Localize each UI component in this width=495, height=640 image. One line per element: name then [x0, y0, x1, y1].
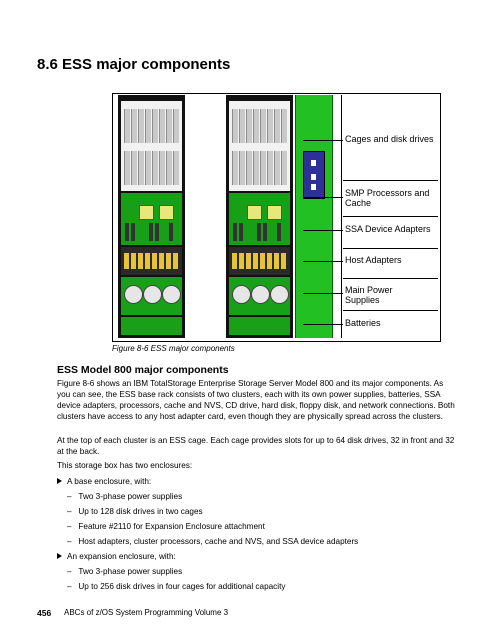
- paragraph: At the top of each cluster is an ESS cag…: [57, 436, 455, 456]
- power-supply-fans: [229, 277, 290, 315]
- leader-line: [303, 197, 343, 198]
- leader-line: [303, 230, 343, 231]
- operator-panel: [303, 151, 325, 199]
- label-cages: Cages and disk drives: [345, 134, 434, 144]
- processor-board: [121, 193, 182, 245]
- paragraph: This storage box has two enclosures:: [57, 461, 193, 470]
- sub-bullet-item: – Up to 256 disk drives in four cages fo…: [67, 582, 286, 591]
- left-cluster-cabinet: [118, 95, 185, 338]
- page-number: 456: [37, 608, 52, 618]
- sub-bullet-item: – Two 3-phase power supplies: [67, 492, 183, 501]
- center-rack-column: [295, 95, 333, 338]
- book-title: ABCs of z/OS System Programming Volume 3: [64, 608, 229, 617]
- label-divider: [343, 310, 438, 311]
- label-divider: [343, 216, 438, 217]
- bullet-item: An expansion enclosure, with:: [57, 551, 176, 562]
- label-divider: [343, 180, 438, 181]
- sub-bullet-item: – Host adapters, cluster processors, cac…: [67, 537, 359, 546]
- paragraph: Figure 8-6 shows an IBM TotalStorage Ent…: [57, 379, 455, 421]
- leader-line: [303, 261, 343, 262]
- label-host: Host Adapters: [345, 255, 402, 265]
- label-smp: SMP Processors and Cache: [345, 188, 430, 208]
- figure-caption: Figure 8-6 ESS major components: [112, 344, 235, 353]
- ess-figure: Cages and disk drives SMP Processors and…: [112, 93, 441, 342]
- label-ssa: SSA Device Adapters: [345, 224, 431, 234]
- label-psu: Main Power Supplies: [345, 285, 393, 305]
- triangle-bullet-icon: [57, 553, 62, 559]
- processor-board: [229, 193, 290, 245]
- sub-bullet-item: – Up to 128 disk drives in two cages: [67, 507, 203, 516]
- battery-tray: [229, 317, 290, 335]
- sub-bullet-item: – Feature #2110 for Expansion Enclosure …: [67, 522, 265, 531]
- label-divider: [341, 95, 342, 338]
- section-heading: 8.6 ESS major components: [37, 56, 231, 73]
- leader-line: [303, 140, 343, 141]
- subheading: ESS Model 800 major components: [57, 364, 229, 376]
- disk-cage: [229, 101, 290, 191]
- label-batteries: Batteries: [345, 318, 381, 328]
- sub-bullet-item: – Two 3-phase power supplies: [67, 567, 183, 576]
- leader-line: [303, 324, 343, 325]
- right-cluster-cabinet: [226, 95, 293, 338]
- leader-line: [303, 293, 343, 294]
- battery-tray: [121, 317, 182, 335]
- power-supply-fans: [121, 277, 182, 315]
- label-divider: [343, 248, 438, 249]
- adapter-bay: [121, 247, 182, 275]
- bullet-item: A base enclosure, with:: [57, 476, 151, 487]
- adapter-bay: [229, 247, 290, 275]
- disk-cage: [121, 101, 182, 191]
- label-divider: [343, 278, 438, 279]
- triangle-bullet-icon: [57, 478, 62, 484]
